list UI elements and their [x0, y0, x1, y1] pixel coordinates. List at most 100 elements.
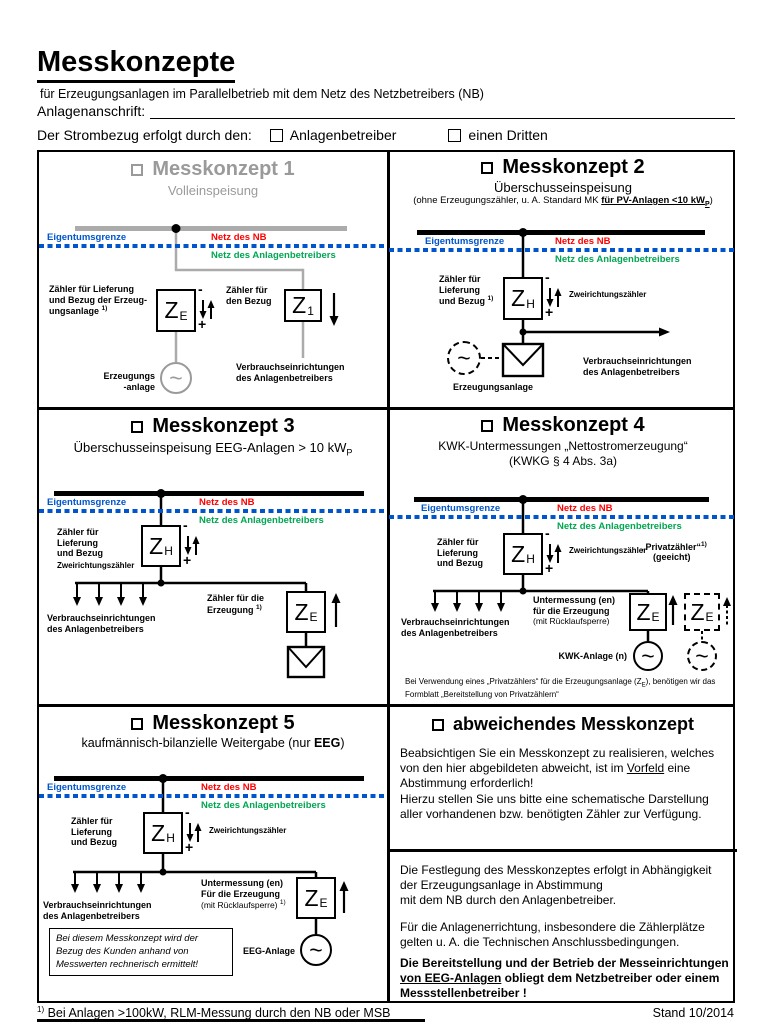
- untermessung-label: Untermessung (en) Für die Erzeugung (mit…: [201, 878, 286, 911]
- panel-title-row: Messkonzept 4: [389, 414, 737, 437]
- panel-subtitle: kaufmännisch-bilanzielle Weitergabe (nur…: [81, 736, 345, 750]
- mk6-paragraph-3: Für die Anlagenerrichtung, insbesondere …: [400, 920, 705, 950]
- eeg-anlage-label: EEG-Anlage: [242, 946, 295, 956]
- zweirichtungszaehler-label: Zweirichtungszähler: [569, 290, 647, 299]
- mk3-diagram-lines: [54, 489, 364, 679]
- panel-title-row: Messkonzept 1: [39, 158, 387, 181]
- meter-zh-label: Zähler für Lieferung und Bezug 1): [439, 274, 494, 307]
- privatzaehler-label: „Privatzähler“1): [641, 541, 707, 552]
- generator-icon: ~: [633, 641, 663, 671]
- checkbox-icon[interactable]: [131, 163, 144, 176]
- panel-title: Messkonzept 1: [152, 158, 295, 180]
- kwk-anlage-label: KWK-Anlage (n): [558, 651, 628, 661]
- mk6-paragraph-2: Die Festlegung des Messkonzeptes erfolgt…: [400, 863, 712, 908]
- plus-sign: +: [185, 839, 194, 855]
- generator-label: Erzeugungsanlage: [452, 382, 533, 392]
- untermessung-label: Untermessung (en) für die Erzeugung (mit…: [533, 595, 616, 627]
- panel-subtitle: Überschusseinspeisung: [493, 180, 633, 195]
- busbar: [417, 230, 705, 235]
- mk6-divider: [389, 849, 737, 852]
- meter-ze-label: Zähler für die Erzeugung 1): [207, 593, 265, 615]
- verbrauch-label: Verbrauchseinrichtungen des Anlagenbetre…: [401, 617, 510, 638]
- meter-zh-label: Zähler für Lieferung und Bezug: [57, 527, 103, 559]
- zweirichtungszaehler-label: Zweirichtungszähler: [569, 546, 647, 555]
- zweirichtungszaehler-label: Zweirichtungszähler: [57, 561, 135, 570]
- checkbox-anlagenbetreiber[interactable]: [269, 128, 283, 142]
- verbrauch-label: Verbrauchseinrichtungen des Anlagenbetre…: [583, 356, 692, 377]
- panel-messkonzept-5: Messkonzept 5 kaufmännisch-bilanzielle W…: [39, 706, 387, 1005]
- junction-dot: [158, 774, 168, 783]
- netz-anlagenbetreiber-label: Netz des Anlagenbetreibers: [199, 515, 324, 526]
- option-anlagenbetreiber-label: Anlagenbetreiber: [289, 127, 397, 143]
- checkbox-icon[interactable]: [481, 161, 494, 174]
- meter-ze-label: Zähler für Lieferung und Bezug der Erzeu…: [49, 284, 148, 317]
- verbrauch-label: Verbrauchseinrichtungen des Anlagenbetre…: [47, 613, 156, 634]
- privatzaehler-label-2: (geeicht): [653, 552, 691, 562]
- checkbox-icon[interactable]: [131, 717, 144, 730]
- netz-anlagenbetreiber-label: Netz des Anlagenbetreibers: [211, 250, 336, 261]
- plus-sign: +: [183, 552, 192, 568]
- checkbox-icon[interactable]: [481, 419, 494, 432]
- supply-question: Der Strombezug erfolgt durch den:: [37, 127, 252, 143]
- address-row: Anlagenanschrift:: [37, 102, 735, 119]
- panel-abweichendes-messkonzept: abweichendes Messkonzept Beabsichtigen S…: [389, 706, 737, 1005]
- meter-zh-label: Zähler für Lieferung und Bezug: [71, 816, 117, 848]
- netz-nb-label: Netz des NB: [201, 782, 257, 793]
- property-boundary-line: [39, 794, 387, 798]
- address-blank-field[interactable]: [150, 102, 735, 119]
- grid-divider-row2: [39, 704, 733, 707]
- zweirichtungszaehler-label: Zweirichtungszähler: [209, 826, 287, 835]
- checkbox-icon[interactable]: [431, 718, 444, 731]
- busbar: [414, 497, 709, 502]
- checkbox-dritter[interactable]: [448, 128, 462, 142]
- junction-dot: [156, 489, 166, 498]
- generator-icon: ~: [300, 934, 332, 966]
- minus-sign: -: [545, 269, 550, 285]
- footer-date: Stand 10/2014: [652, 1006, 734, 1020]
- meter-zh-label: Zähler für Lieferung und Bezug: [437, 537, 483, 569]
- generator-icon-dashed: ~: [447, 341, 481, 375]
- property-boundary-line: [39, 244, 387, 248]
- option-anlagenbetreiber: Anlagenbetreiber: [269, 127, 397, 143]
- busbar: [54, 491, 364, 496]
- pv-module-icon: [501, 342, 545, 378]
- plus-sign: +: [198, 316, 207, 332]
- mk6-paragraph-4: Die Bereitstellung und der Betrieb der M…: [400, 956, 729, 1001]
- checkbox-icon[interactable]: [131, 420, 144, 433]
- netz-anlagenbetreiber-label: Netz des Anlagenbetreibers: [555, 254, 680, 265]
- grid-divider-vertical: [387, 152, 390, 1001]
- grid-divider-row1: [39, 407, 733, 410]
- panel-messkonzept-4: Messkonzept 4 KWK-Untermessungen „Nettos…: [389, 409, 737, 704]
- panel-subtitle: Überschusseinspeisung EEG-Anlagen > 10 k…: [73, 440, 353, 458]
- verbrauch-label: Verbrauchseinrichtungen des Anlagenbetre…: [43, 900, 152, 921]
- busbar: [54, 776, 364, 781]
- privatzaehler-note: Bei Verwendung eines „Privatzählers“ für…: [405, 677, 716, 700]
- property-boundary-line: [389, 515, 737, 519]
- eigentumsgrenze-label: Eigentumsgrenze: [421, 503, 501, 514]
- panel-subtitle: Volleinspeisung: [167, 183, 259, 198]
- netz-nb-label: Netz des NB: [557, 503, 613, 514]
- mk5-diagram-lines: [54, 774, 364, 934]
- junction-dot: [171, 224, 181, 233]
- pv-module-icon: [286, 645, 326, 679]
- option-dritter: einen Dritten: [448, 127, 548, 143]
- junction-dot: [518, 495, 528, 504]
- panel-title: Messkonzept 3: [152, 415, 295, 437]
- option-dritter-label: einen Dritten: [468, 127, 548, 143]
- minus-sign: -: [198, 281, 203, 297]
- generator-label: Erzeugungs -anlage: [103, 371, 155, 392]
- netz-nb-label: Netz des NB: [211, 232, 267, 243]
- bottom-rule: [37, 1019, 425, 1022]
- panel-subtitle-2: (KWKG § 4 Abs. 3a): [508, 454, 618, 468]
- eigentumsgrenze-label: Eigentumsgrenze: [47, 782, 127, 793]
- meter-z1-label: Zähler für den Bezug: [226, 285, 272, 306]
- busbar: [75, 226, 347, 231]
- panel-title-row: Messkonzept 2: [389, 156, 737, 179]
- netz-nb-label: Netz des NB: [555, 236, 611, 247]
